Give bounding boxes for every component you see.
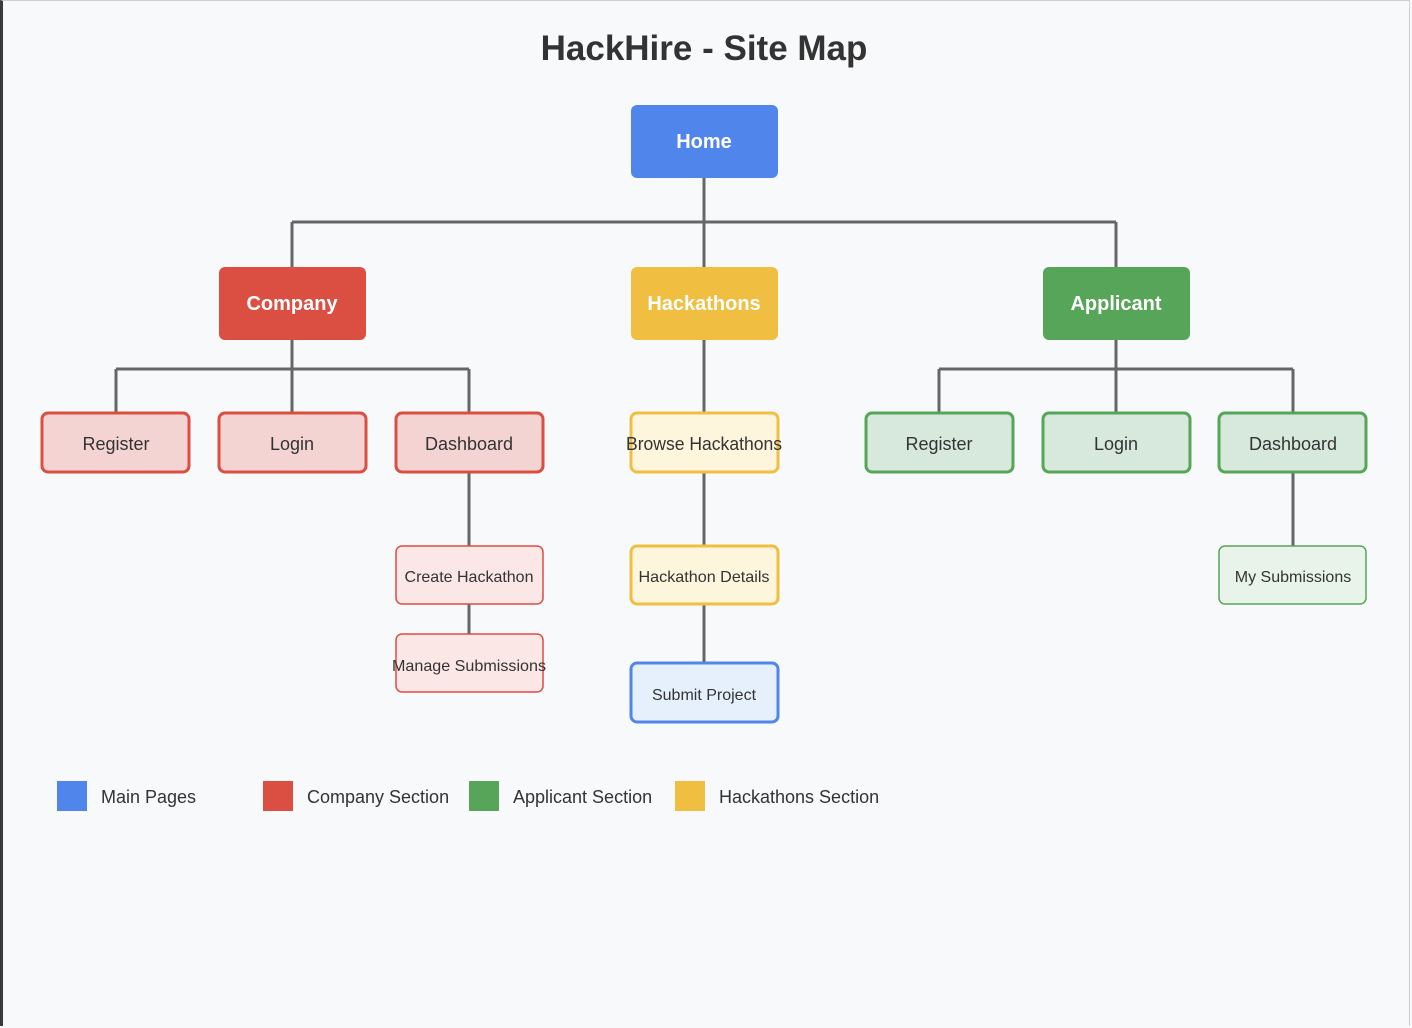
svg-text:Create Hackathon: Create Hackathon — [405, 569, 534, 586]
legend-item-main-pages: Main Pages — [57, 781, 196, 811]
node-hackathon-details[interactable]: Hackathon Details — [629, 544, 780, 606]
node-company-dashboard[interactable]: Dashboard — [394, 411, 545, 474]
node-home[interactable]: Home — [631, 105, 778, 178]
svg-text:Company Section: Company Section — [307, 787, 449, 807]
svg-text:Hackathon Details: Hackathon Details — [639, 569, 770, 586]
svg-text:Main Pages: Main Pages — [101, 787, 196, 807]
svg-text:Browse Hackathons: Browse Hackathons — [626, 434, 782, 454]
node-manage-submissions[interactable]: Manage Submissions — [392, 633, 546, 693]
svg-text:Register: Register — [82, 434, 149, 454]
svg-text:Home: Home — [676, 131, 732, 153]
svg-text:Login: Login — [1094, 434, 1138, 454]
svg-text:Dashboard: Dashboard — [425, 434, 513, 454]
node-company-login[interactable]: Login — [217, 411, 368, 474]
legend-swatch — [263, 781, 293, 811]
svg-text:Dashboard: Dashboard — [1249, 434, 1337, 454]
node-browse-hackathons[interactable]: Browse Hackathons — [626, 411, 782, 474]
svg-text:Hackathons: Hackathons — [647, 293, 760, 315]
page-title: HackHire - Site Map — [541, 29, 868, 68]
svg-text:Login: Login — [270, 434, 314, 454]
node-applicant[interactable]: Applicant — [1043, 267, 1190, 340]
connectors — [114, 178, 1295, 663]
svg-text:Register: Register — [905, 434, 972, 454]
legend-swatch — [675, 781, 705, 811]
node-submit-project[interactable]: Submit Project — [629, 661, 780, 724]
svg-text:Hackathons Section: Hackathons Section — [719, 787, 879, 807]
legend-swatch — [57, 781, 87, 811]
legend-swatch — [469, 781, 499, 811]
svg-text:My Submissions: My Submissions — [1235, 569, 1351, 586]
svg-text:Manage Submissions: Manage Submissions — [392, 658, 546, 675]
node-applicant-login[interactable]: Login — [1041, 411, 1192, 474]
legend: Main Pages Company Section Applicant Sec… — [57, 781, 879, 811]
svg-text:Company: Company — [246, 293, 338, 315]
svg-text:Submit Project: Submit Project — [652, 687, 757, 704]
node-my-submissions[interactable]: My Submissions — [1218, 545, 1367, 605]
node-create-hackathon[interactable]: Create Hackathon — [395, 545, 544, 605]
svg-text:Applicant Section: Applicant Section — [513, 787, 652, 807]
node-company-register[interactable]: Register — [40, 411, 191, 474]
legend-item-applicant-section: Applicant Section — [469, 781, 652, 811]
legend-item-hackathons-section: Hackathons Section — [675, 781, 879, 811]
svg-text:Applicant: Applicant — [1070, 293, 1161, 315]
node-company[interactable]: Company — [219, 267, 366, 340]
node-applicant-dashboard[interactable]: Dashboard — [1217, 411, 1368, 474]
node-hackathons[interactable]: Hackathons — [631, 267, 778, 340]
node-applicant-register[interactable]: Register — [864, 411, 1015, 474]
legend-item-company-section: Company Section — [263, 781, 449, 811]
